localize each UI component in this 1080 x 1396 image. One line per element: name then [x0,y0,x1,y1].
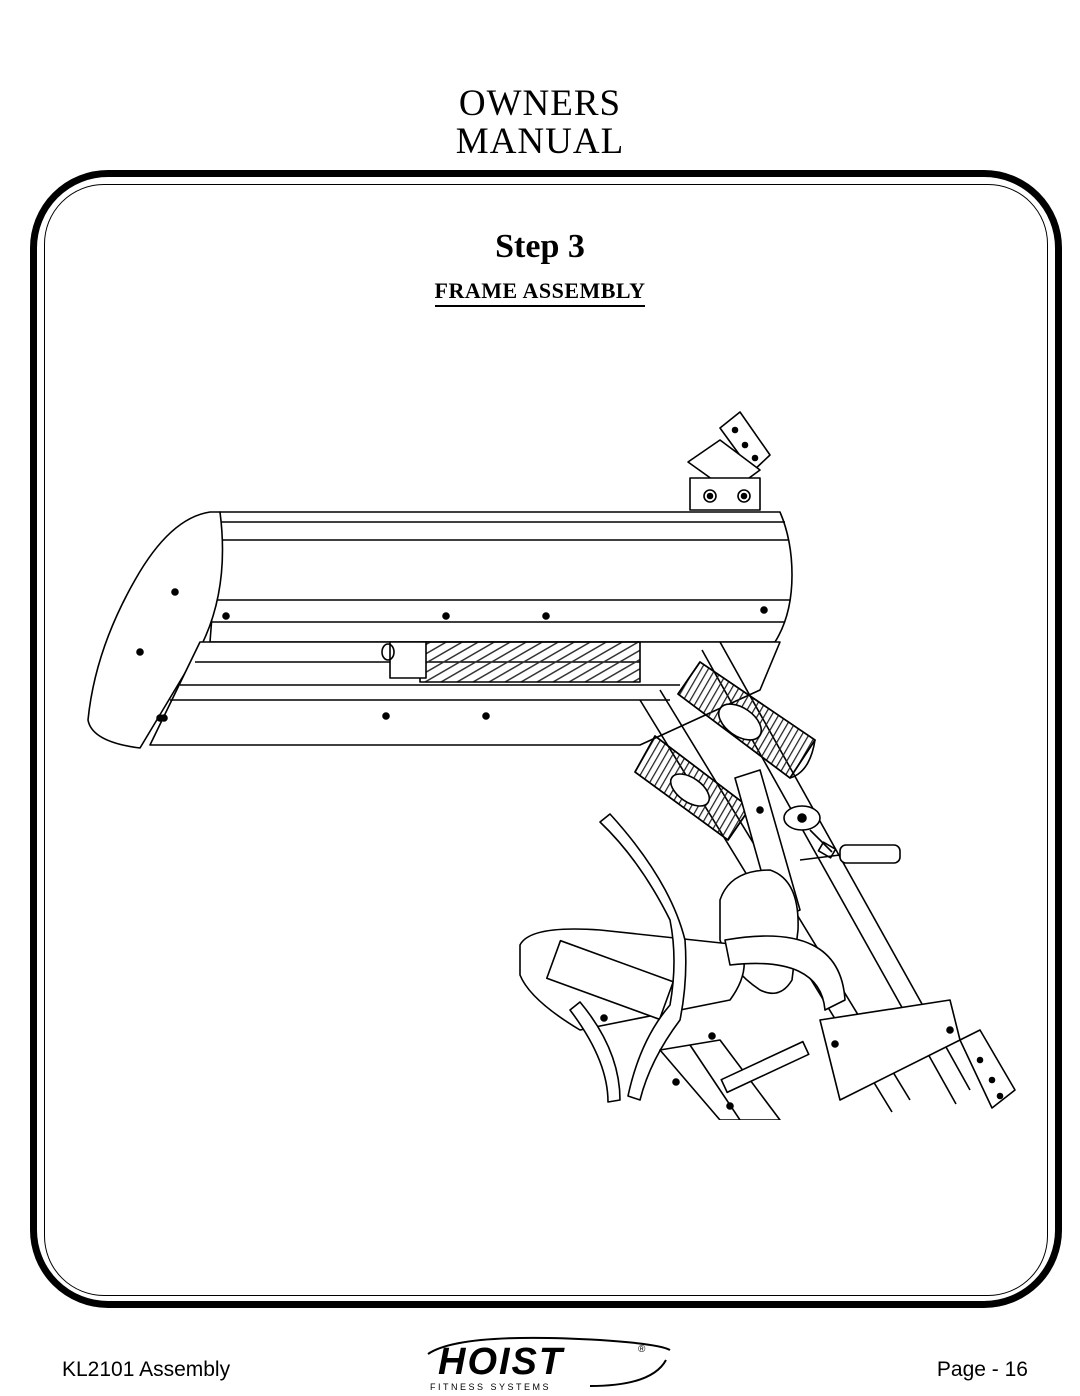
page-frame-inner [44,184,1048,1296]
svg-text:®: ® [638,1344,646,1355]
base-assembly [659,999,961,1120]
page-number: Page - 16 [936,1358,1028,1381]
document-id: KL2101 Assembly [62,1358,231,1381]
hoist-logo: HOIST ® FITNESS SYSTEMS [427,1336,671,1392]
manual-title-line2: MANUAL [455,121,625,162]
handle-bars [569,813,901,1103]
foot-pad-upper [677,661,816,779]
beam-end-cap [87,511,224,749]
main-beam [209,511,793,643]
top-mount-bracket [687,411,771,511]
lower-rail [149,641,781,746]
step-subtitle: FRAME ASSEMBLY [0,278,1080,307]
step-title: Step 3 [495,228,585,265]
svg-text:FITNESS SYSTEMS: FITNESS SYSTEMS [430,1382,551,1392]
frame-assembly-drawing [87,411,1016,1120]
manual-title-line1: OWNERS [458,83,622,124]
page-frame-outer [30,170,1062,1308]
step-subtitle-text: FRAME ASSEMBLY [434,278,646,307]
foot-pad-lower [634,735,751,841]
svg-text:HOIST: HOIST [438,1341,565,1383]
